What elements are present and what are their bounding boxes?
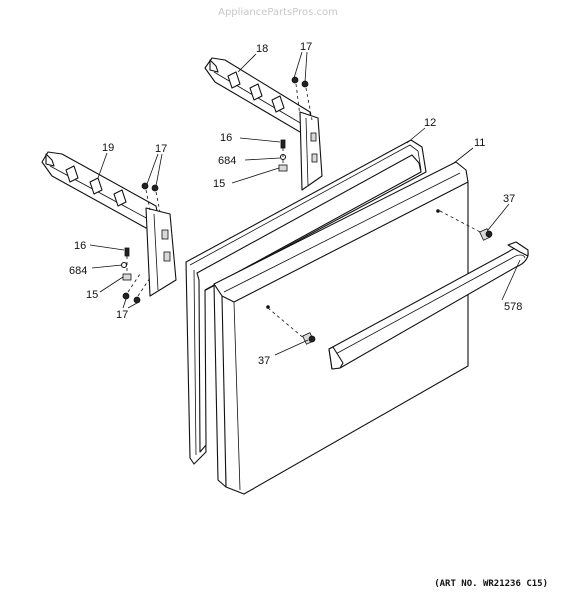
callout-bushing-upper: 15 [213, 178, 225, 190]
lower-hinge [41, 151, 177, 297]
callout-screws-upper: 17 [300, 41, 312, 53]
handle-stud-right [439, 210, 493, 241]
callout-labels: 18 17 12 11 19 17 16 684 15 16 684 15 17… [69, 41, 522, 367]
callout-handle-stud-left: 37 [258, 355, 270, 367]
upper-hinge [204, 57, 323, 191]
callout-door: 11 [474, 137, 485, 149]
watermark: AppliancePartsPros.com [218, 7, 338, 18]
callout-handle: 578 [504, 301, 522, 313]
callout-handle-stud-right: 37 [503, 193, 515, 205]
callout-pin-lower: 16 [74, 240, 86, 252]
leader-lines [89, 51, 521, 356]
upper-hinge-pin-set [278, 139, 288, 172]
callout-screws-lower-bottom: 17 [116, 309, 128, 321]
callout-pin-upper: 16 [220, 132, 232, 144]
art-number: (ART NO. WR21236 C15) [434, 579, 548, 589]
callout-washer-upper: 684 [218, 155, 236, 167]
callout-bushing-lower: 15 [86, 289, 98, 301]
door-panel [213, 161, 469, 495]
door-handle [328, 241, 529, 370]
callout-hinge-upper: 18 [256, 43, 268, 55]
lower-hinge-pin-set [120, 247, 132, 281]
door-gasket [185, 139, 427, 465]
callout-hinge-lower: 19 [102, 142, 114, 154]
callout-gasket: 12 [424, 117, 436, 129]
upper-hinge-screws [291, 76, 313, 121]
callout-washer-lower: 684 [69, 265, 87, 277]
lower-hinge-screws-top [141, 182, 161, 213]
callout-screws-lower-top: 17 [155, 143, 167, 155]
